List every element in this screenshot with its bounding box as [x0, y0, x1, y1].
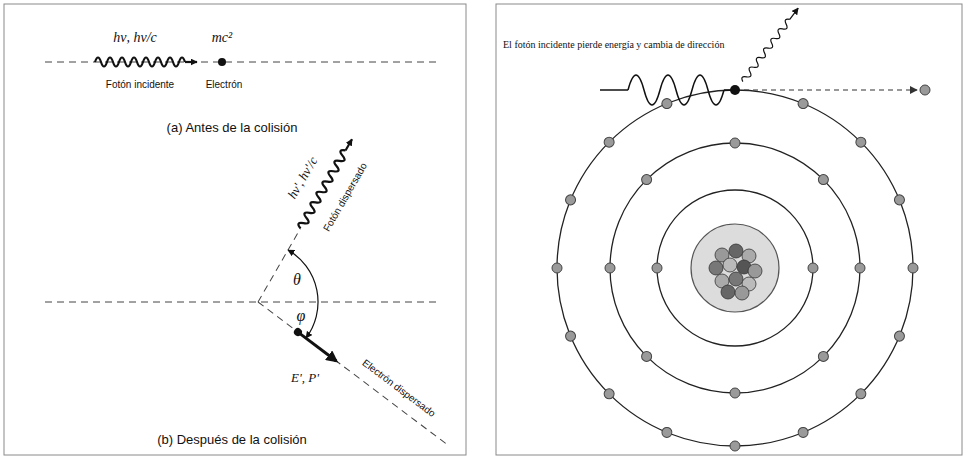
electron-dot [660, 97, 673, 110]
electron-dot [854, 387, 868, 401]
electron-dot [816, 173, 830, 187]
angle-label: θ [293, 271, 301, 289]
electron-dot [564, 330, 577, 343]
energy-label: E', P' [291, 371, 319, 385]
electron-dot [730, 85, 740, 95]
electron-dot [908, 263, 918, 273]
electron-dot [640, 173, 654, 187]
orbit [610, 143, 860, 393]
energy-label: hν', hν'/c [285, 155, 320, 202]
electron-dot [893, 330, 906, 343]
electron-dot [602, 387, 616, 401]
energy-label: mc² [212, 30, 233, 45]
energy-label: hν, hν/c [113, 30, 157, 45]
electron-dot [640, 349, 654, 363]
part-label: Fotón incidente [106, 79, 174, 90]
photon-wave [740, 18, 792, 84]
photon-wave [95, 58, 185, 67]
part-label: Electrón dispersado [360, 357, 437, 419]
electron-dot [797, 426, 810, 439]
nucleon [729, 244, 743, 258]
photon-arrow [790, 8, 798, 19]
nucleon [721, 285, 735, 299]
nucleus [691, 224, 779, 312]
nucleon [748, 264, 762, 278]
electron-dot [552, 263, 562, 273]
panel-border [4, 4, 466, 455]
electron-dot [816, 349, 830, 363]
scatter-line [258, 302, 450, 446]
photon-arrow [346, 139, 353, 150]
panel-caption: (a) Antes de la colisión [167, 121, 298, 135]
electron-dot [605, 263, 615, 273]
nucleon [723, 258, 737, 272]
electron-dot [652, 263, 662, 273]
orbit [557, 90, 913, 446]
electron-dot [730, 388, 740, 398]
angle-arc [288, 250, 318, 338]
nucleon [729, 272, 743, 286]
electron-dot [855, 263, 865, 273]
electron-dot [730, 441, 740, 451]
electron-dot [602, 135, 616, 149]
electron-dot [292, 326, 303, 337]
photon-arrow [185, 61, 197, 63]
electron-dot [854, 135, 868, 149]
axis-line [45, 302, 440, 303]
electron-path [744, 89, 917, 90]
photon-wave [628, 75, 724, 105]
part-label: Electrón [206, 79, 243, 90]
panel-caption: (b) Después de la colisión [157, 433, 307, 447]
electron-dot [920, 85, 930, 95]
note-label: El fotón incidente pierde energía y camb… [503, 39, 724, 50]
axis-line [45, 62, 440, 63]
photon-line [600, 89, 628, 91]
scatter-line [258, 228, 301, 302]
electron-dot [564, 193, 577, 206]
electron-dot [893, 193, 906, 206]
electron-dot [797, 97, 810, 110]
orbit [657, 190, 813, 346]
nucleon [709, 261, 723, 275]
electron-dot [808, 263, 818, 273]
electron-dot [730, 138, 740, 148]
electron-dot [660, 426, 673, 439]
electron-arrow [298, 332, 336, 361]
photon-line [724, 89, 731, 91]
panel-border [496, 4, 962, 455]
angle-label: φ [297, 307, 306, 325]
electron-dot [218, 58, 226, 66]
nucleon [735, 286, 749, 300]
